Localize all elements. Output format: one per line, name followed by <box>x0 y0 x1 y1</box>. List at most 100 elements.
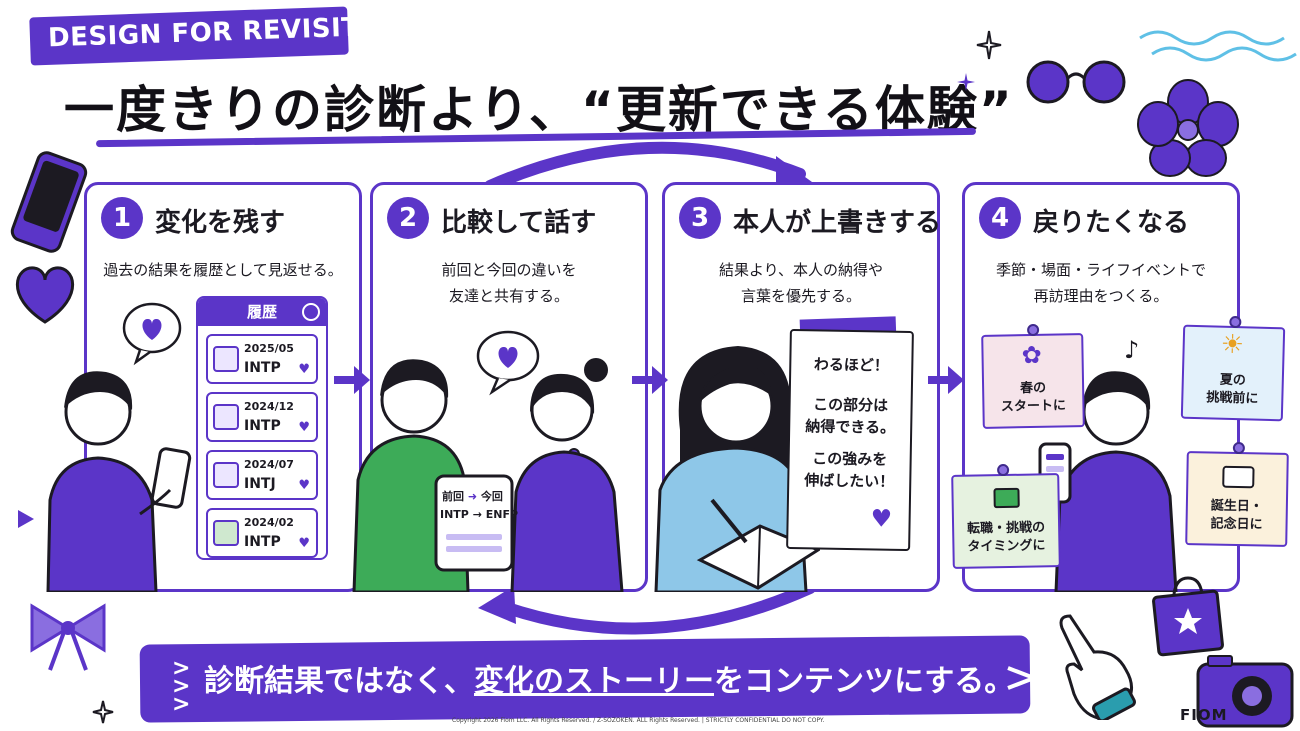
sticky-birthday-line-2: 記念日に <box>1210 516 1263 533</box>
smartphone-sticker <box>10 151 88 253</box>
step-desc-2-line-1: 前回と今回の違いを <box>441 261 577 279</box>
sticky-career-line-2: タイミングに <box>967 538 1046 555</box>
history-type: INTJ <box>244 476 276 492</box>
briefcase-icon <box>993 487 1020 509</box>
note-line-5: 伸ばしたい！ <box>804 471 895 491</box>
step-title-1: 変化を残す <box>155 208 286 238</box>
heart-icon: ♥ <box>298 420 310 435</box>
history-row: 2024/07 INTJ ♥ <box>206 450 318 500</box>
step-number-3: 3 <box>679 197 721 239</box>
pin-icon <box>1229 315 1242 329</box>
arrow-right-icon-1 <box>334 366 370 394</box>
step-desc-3-line-2: 言葉を優先する。 <box>740 287 861 305</box>
pin-icon <box>997 463 1010 477</box>
pin-icon <box>1027 323 1040 337</box>
sticky-summer-line-2: 挑戦前に <box>1206 390 1259 407</box>
sunglasses-icon <box>1026 60 1126 104</box>
history-panel: 履歴 2025/05 INTP ♥ 2024/12 INTP ♥ 2024/07… <box>196 296 328 560</box>
camera-sticker <box>1196 655 1294 728</box>
history-panel-header: 履歴 <box>198 298 326 326</box>
waves-decoration <box>1139 30 1297 62</box>
step-desc-1-line-1: 過去の結果を履歴として見返せる。 <box>103 261 343 279</box>
heart-icon: ♥ <box>298 478 310 493</box>
music-note-icon: ♪ <box>1124 336 1140 364</box>
arrow-icon: ➜ <box>467 490 481 503</box>
sticky-birthday-line-1: 誕生日・ <box>1210 498 1263 515</box>
step-desc-4-line-1: 季節・場面・ライフイベントで <box>995 261 1206 279</box>
history-date: 2024/02 <box>244 516 294 529</box>
step-desc-4-line-2: 再訪理由をつくる。 <box>1033 287 1169 305</box>
heart-icon: ♥ <box>298 362 310 377</box>
sticky-note-birthday: 誕生日・ 記念日に <box>1185 441 1289 547</box>
step-number-4: 4 <box>979 197 1021 239</box>
flower-icon: ✿ <box>1021 340 1042 370</box>
history-row: 2025/05 INTP ♥ <box>206 334 318 384</box>
sparkle-icon <box>976 30 1002 60</box>
avatar <box>213 462 239 488</box>
step-number-2: 2 <box>387 197 429 239</box>
bottom-message-post: をコンテンツにする。 <box>714 664 1015 699</box>
friends-comparing-illustration <box>352 330 624 592</box>
compare-now-label: 今回 <box>480 490 503 503</box>
step-desc-3-line-1: 結果より、本人の納得や <box>718 261 884 279</box>
step-desc-2-line-2: 友達と共有する。 <box>448 287 569 305</box>
heart-sticker <box>15 266 75 324</box>
loop-arrow-bottom <box>478 582 816 635</box>
sticky-spring-line-2: スタートに <box>1000 398 1067 415</box>
note-line-4: この強みを <box>812 449 888 469</box>
arrow-right-icon-2 <box>632 366 668 394</box>
step-number-1: 1 <box>101 197 143 239</box>
person-revisiting-illustration <box>1038 371 1178 592</box>
heart-icon: ♥ <box>298 536 310 551</box>
avatar <box>213 520 239 546</box>
step-desc-2: 前回と今回の違いを 友達と共有する。 <box>379 257 639 309</box>
step-desc-3: 結果より、本人の納得や 言葉を優先する。 <box>671 257 931 309</box>
sticky-note-summer: ☀ 夏の 挑戦前に <box>1180 315 1286 422</box>
note-line-3: 納得できる。 <box>805 417 896 437</box>
company-logo: FIOM <box>1180 706 1228 724</box>
squiggle-decoration <box>1007 666 1040 690</box>
clock-icon <box>302 303 320 321</box>
arrow-right-icon-3 <box>928 366 964 394</box>
sun-icon: ☀ <box>1220 329 1245 361</box>
avatar <box>213 346 239 372</box>
cake-icon <box>1222 465 1255 489</box>
sticky-note-career: 転職・挑戦の タイミングに <box>951 463 1061 569</box>
pointing-hand-icon <box>1059 614 1136 720</box>
step-desc-4: 季節・場面・ライフイベントで 再訪理由をつくる。 <box>971 257 1231 309</box>
history-type: INTP <box>244 418 281 434</box>
note-paper: わるほど！ この部分は 納得できる。 この強みを 伸ばしたい！ ♥ <box>786 328 914 552</box>
shopping-bag-sticker <box>1152 576 1224 657</box>
history-row: 2024/02 INTP ♥ <box>206 508 318 558</box>
copyright-text: Copyright 2026 Fiom LLC. All Rights Rese… <box>452 717 825 724</box>
sparkle-icon-bottom <box>92 700 114 724</box>
compare-change: INTP → ENFP <box>440 508 519 521</box>
pin-icon <box>1232 441 1245 455</box>
sticky-note-spring: ✿ 春の スタートに <box>981 323 1085 429</box>
ribbon-sticker <box>30 603 106 671</box>
bottom-message: 診断結果ではなく、変化のストーリーをコンテンツにする。 <box>204 656 1014 700</box>
step-title-3: 本人が上書きする <box>733 208 942 238</box>
sticky-career-line-1: 転職・挑戦の <box>966 520 1046 537</box>
heart-icon: ♥ <box>870 504 893 533</box>
history-date: 2024/07 <box>244 458 294 471</box>
history-type: INTP <box>244 360 281 376</box>
avatar <box>213 404 239 430</box>
sparkle-icon-small <box>957 73 975 91</box>
hibiscus-icon <box>1137 79 1239 177</box>
chevron-right-icon: >>> <box>172 656 191 717</box>
history-date: 2024/12 <box>244 400 294 413</box>
triangle-decoration <box>18 510 34 528</box>
sticky-spring-line-1: 春の <box>1019 380 1047 397</box>
bottom-message-pre: 診断結果ではなく、 <box>204 664 474 699</box>
history-date: 2025/05 <box>244 342 294 355</box>
history-type: INTP <box>244 534 281 550</box>
history-title: 履歴 <box>246 303 277 321</box>
history-row: 2024/12 INTP ♥ <box>206 392 318 442</box>
bottom-message-highlight: 変化のストーリー <box>474 664 714 699</box>
compare-prev-label: 前回 <box>442 490 464 503</box>
person-with-phone-illustration <box>46 302 192 592</box>
step-title-4: 戻りたくなる <box>1033 208 1190 238</box>
compare-header: 前回 ➜ 今回 <box>442 488 503 504</box>
step-title-2: 比較して話す <box>441 208 597 238</box>
